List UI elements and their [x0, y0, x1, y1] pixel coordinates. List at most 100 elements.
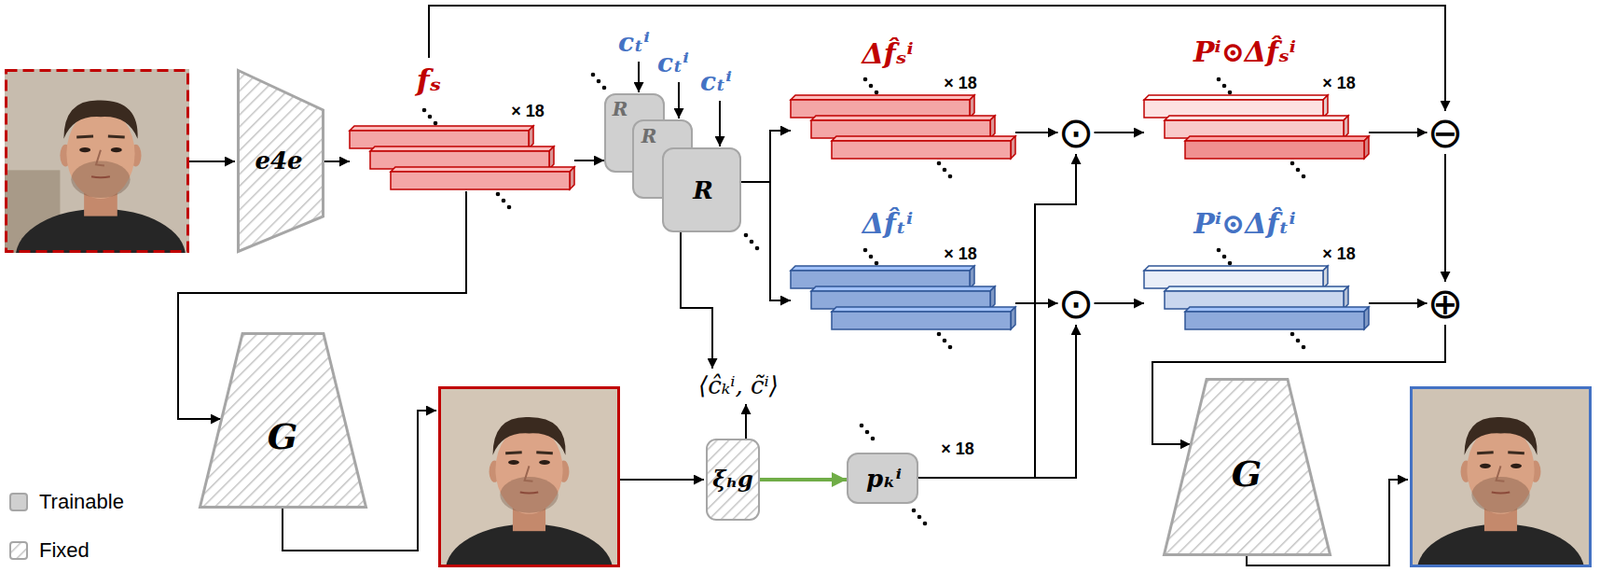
wire-arrow — [744, 403, 747, 439]
connector-arrow — [741, 181, 791, 301]
eyebrow — [1476, 450, 1494, 455]
bar-front — [1164, 120, 1344, 138]
node-label: fₛ — [416, 63, 442, 98]
ellipsis-dot — [937, 161, 942, 166]
ellipsis-dot — [427, 114, 433, 120]
face — [495, 425, 563, 514]
math-label: cₜⁱ — [618, 27, 650, 58]
bar-front — [1144, 270, 1324, 289]
trapezoid — [238, 70, 324, 252]
operator-circle: ⊖ — [1427, 110, 1464, 154]
ellipsis-dot — [865, 429, 870, 435]
feature-bar — [1185, 136, 1369, 159]
ellipsis-dot — [859, 423, 865, 428]
repeat-count: × 18 — [510, 101, 545, 122]
operator-circle: ⊙ — [1058, 110, 1095, 154]
feature-stack: Pⁱ⊙Δf̂ₜⁱ× 18 — [1144, 201, 1369, 330]
feature-bar — [811, 286, 995, 309]
text-slot: cₜⁱ — [618, 27, 650, 58]
bar-front — [1185, 140, 1365, 159]
ellipsis-dot — [1296, 338, 1301, 344]
feature-bar — [349, 125, 534, 149]
trapezoid — [1164, 379, 1331, 555]
ellipsis-dot — [1227, 90, 1233, 96]
operator-circle: ⊕ — [1427, 281, 1464, 325]
text-slot: R — [641, 125, 658, 148]
bar-front — [831, 311, 1011, 330]
connector-arrow — [1094, 131, 1145, 134]
eye — [538, 459, 551, 465]
bar-front — [1144, 99, 1324, 118]
wire-arrow — [620, 478, 704, 481]
ellipsis-dot — [1222, 83, 1228, 89]
ellipsis-dot — [942, 167, 948, 173]
eyebrow — [108, 134, 125, 138]
feature-stack: Pⁱ⊙Δf̂ₛⁱ × 18 — [1144, 29, 1369, 159]
face-photo — [4, 68, 190, 253]
face — [66, 108, 135, 199]
ellipsis-dot — [749, 239, 755, 245]
node-label: R — [612, 98, 629, 121]
residual-block: R — [662, 147, 742, 233]
hair — [493, 416, 566, 456]
nose — [524, 465, 534, 481]
bar-front — [1185, 311, 1365, 330]
math-label: cₜⁱ — [700, 67, 732, 97]
text-slot: × 18 — [943, 244, 978, 264]
photo-frame — [6, 70, 189, 252]
text-slot: × 18 — [1322, 73, 1356, 94]
generator-trapezoid: G — [1162, 377, 1332, 556]
text-slot: Δf̂ₜⁱ — [862, 207, 913, 241]
wire-arrow — [677, 82, 680, 119]
node-label: R — [641, 125, 658, 148]
eye — [1510, 463, 1522, 469]
legend-text: Trainable — [39, 489, 125, 513]
rounded-box — [706, 439, 759, 520]
text-slot: Pⁱ⊙Δf̂ₛⁱ — [1193, 36, 1297, 69]
eyebrow — [1507, 450, 1525, 455]
text-slot: Pⁱ⊙Δf̂ₜⁱ — [1193, 207, 1296, 241]
nose — [1496, 465, 1505, 481]
ellipsis-dot — [868, 83, 874, 89]
bar-front — [790, 99, 970, 118]
text-slot: Δf̂ₛⁱ — [861, 38, 913, 71]
connector-arrow — [428, 5, 1446, 111]
text-slot: G — [267, 415, 298, 457]
text-slot: ⟨ĉₖⁱ, c̃ⁱ⟩ — [698, 372, 779, 400]
connector-arrow — [1368, 302, 1428, 304]
connector-arrow — [918, 324, 1076, 478]
feature-bar — [790, 265, 975, 289]
ellipsis-dot — [1216, 248, 1222, 253]
node-label: e4e — [254, 147, 303, 176]
feature-stack: Δf̂ₛⁱ× 18 — [790, 31, 1016, 159]
legend: TrainableFixed — [9, 486, 125, 572]
ellipsis-dot — [948, 174, 953, 180]
face-photo — [438, 386, 621, 567]
text-slot: G — [1231, 453, 1262, 495]
photo-frame — [1411, 387, 1591, 566]
ellipsis-dot — [1290, 161, 1296, 166]
text-slot: e4e — [254, 147, 303, 176]
beard — [499, 476, 558, 513]
connector-arrow — [1094, 302, 1145, 304]
bar-front — [811, 120, 991, 138]
bar-front — [831, 140, 1011, 159]
feature-bar — [1164, 286, 1349, 309]
ellipsis-dot — [496, 192, 501, 197]
feature-bar — [811, 115, 995, 138]
eye — [110, 147, 123, 152]
repeat-count: × 18 — [1322, 73, 1356, 94]
ellipsis-dot — [596, 79, 602, 84]
mouth — [520, 490, 539, 494]
node-label: ⊙ — [1058, 281, 1095, 325]
legend-row: Fixed — [9, 535, 125, 566]
ellipsis-dot — [602, 85, 607, 91]
trapezoid — [200, 333, 367, 508]
eye — [1479, 463, 1491, 469]
feature-bar — [1185, 306, 1369, 330]
hair — [1464, 416, 1538, 456]
text-slot: ⊕ — [1427, 281, 1464, 325]
node-label: Δf̂ₛⁱ — [861, 38, 913, 71]
node-label: Pⁱ⊙Δf̂ₛⁱ — [1193, 36, 1297, 69]
